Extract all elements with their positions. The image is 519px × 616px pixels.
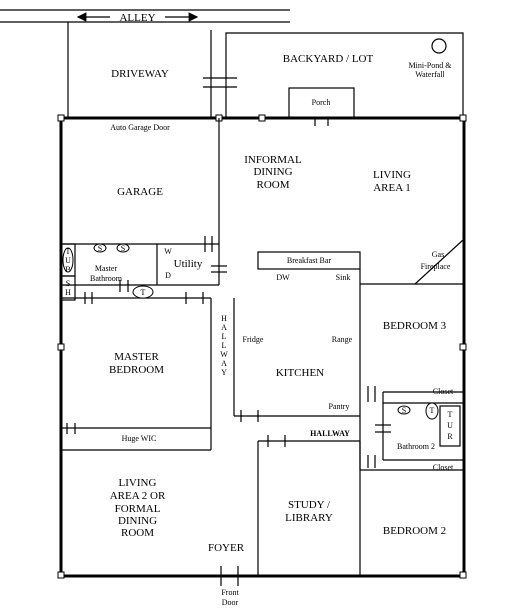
hallway-vertical-a2: A xyxy=(221,359,227,368)
breakfast-bar xyxy=(257,251,361,270)
utility-label: Utility xyxy=(173,258,203,270)
huge-wic-label: Huge WIC xyxy=(121,434,157,443)
mini-pond-label-1: Mini-Pond & xyxy=(408,61,452,70)
washer-label: W xyxy=(164,247,172,256)
study-label-2: LIBRARY xyxy=(285,512,333,524)
living-area1-label-1: LIVING xyxy=(373,169,411,181)
tub2-letter-u: U xyxy=(447,421,453,430)
front-door-label-2: Door xyxy=(221,598,239,607)
master-sink-left-letter: S xyxy=(97,244,103,253)
master-toilet xyxy=(132,285,154,299)
hallway-vertical-l1: L xyxy=(221,332,227,341)
master-bedroom-label-2: BEDROOM xyxy=(108,364,164,376)
living-area2-label-1: LIVING xyxy=(118,477,157,489)
living-area2-label-3: FORMAL xyxy=(114,503,161,515)
tub-letter-b: B xyxy=(65,265,71,274)
hallway-vertical-l2: L xyxy=(221,341,227,350)
living-area2-label-5: ROOM xyxy=(120,527,154,539)
closet-bottom-label: Closet xyxy=(432,463,454,472)
bathroom2-label: Bathroom 2 xyxy=(397,442,435,451)
fireplace-diagonal xyxy=(414,239,464,285)
porch-label: Porch xyxy=(311,98,331,107)
bath2-toilet xyxy=(425,402,439,420)
informal-dining-label-1: INFORMAL xyxy=(244,154,302,166)
tub2 xyxy=(439,405,461,447)
bath2-sink-letter: S xyxy=(401,406,407,415)
driveway-label: DRIVEWAY xyxy=(111,68,169,80)
master-sink-right-letter: S xyxy=(120,244,126,253)
pantry-label: Pantry xyxy=(328,402,350,411)
hallway-vertical-y: Y xyxy=(221,368,227,377)
gas-fireplace-label-2: Fireplace xyxy=(420,262,451,271)
sink-label: Sink xyxy=(335,273,351,282)
tub2-letter-r: R xyxy=(447,432,453,441)
hallway-vertical-a: A xyxy=(221,323,227,332)
breakfast-bar-label: Breakfast Bar xyxy=(286,256,332,265)
tub2-letter-t: T xyxy=(447,410,453,419)
front-door-label-1: Front xyxy=(221,588,239,597)
master-sink-left xyxy=(93,243,107,253)
garage-label: GARAGE xyxy=(117,186,163,198)
bath2-toilet-letter: T xyxy=(429,406,435,415)
backyard-label: BACKYARD / LOT xyxy=(282,53,374,65)
master-toilet-letter: T xyxy=(140,288,146,297)
hallway-label: HALLWAY xyxy=(310,429,350,438)
master-bedroom-label-1: MASTER xyxy=(114,351,159,363)
kitchen-label: KITCHEN xyxy=(275,367,325,379)
informal-dining-label-3: ROOM xyxy=(256,179,290,191)
closet-top-label: Closet xyxy=(432,387,454,396)
tub-letter-t: T xyxy=(65,247,71,256)
master-tub-oval xyxy=(62,247,74,273)
shower-letter-s: S xyxy=(65,279,71,288)
alley-label: ALLEY xyxy=(119,12,156,24)
master-sink-right xyxy=(116,243,130,253)
living-area2-label-4: DINING xyxy=(117,515,158,527)
tub-letter-u: U xyxy=(65,256,71,265)
informal-dining-label-2: DINING xyxy=(253,166,293,178)
living-area2-label-2: AREA 2 OR xyxy=(109,490,166,502)
living-area1-label-2: AREA 1 xyxy=(373,182,411,194)
hallway-vertical-w: W xyxy=(220,350,228,359)
master-bathroom-label-2: Bathroom xyxy=(90,274,122,283)
master-bathroom-label-1: Master xyxy=(94,264,118,273)
range-label: Range xyxy=(331,335,353,344)
master-shower xyxy=(60,275,76,301)
bath2-sink xyxy=(397,405,411,415)
backyard-boundary xyxy=(225,32,464,118)
bedroom3-label: BEDROOM 3 xyxy=(382,320,447,332)
mini-pond-label-2: Waterfall xyxy=(415,70,445,79)
fridge-label: Fridge xyxy=(242,335,264,344)
hallway-vertical-h: H xyxy=(221,314,227,323)
study-label-1: STUDY / xyxy=(287,499,331,511)
dryer-label: D xyxy=(165,271,171,280)
shower-letter-h: H xyxy=(65,288,71,297)
gas-fireplace-label-1: Gas xyxy=(431,250,445,259)
foyer-label: FOYER xyxy=(207,542,245,554)
auto-garage-door-label: Auto Garage Door xyxy=(110,123,170,132)
bedroom2-label: BEDROOM 2 xyxy=(382,525,447,537)
dishwasher-label: DW xyxy=(276,273,290,282)
mini-pond-symbol xyxy=(431,38,447,54)
